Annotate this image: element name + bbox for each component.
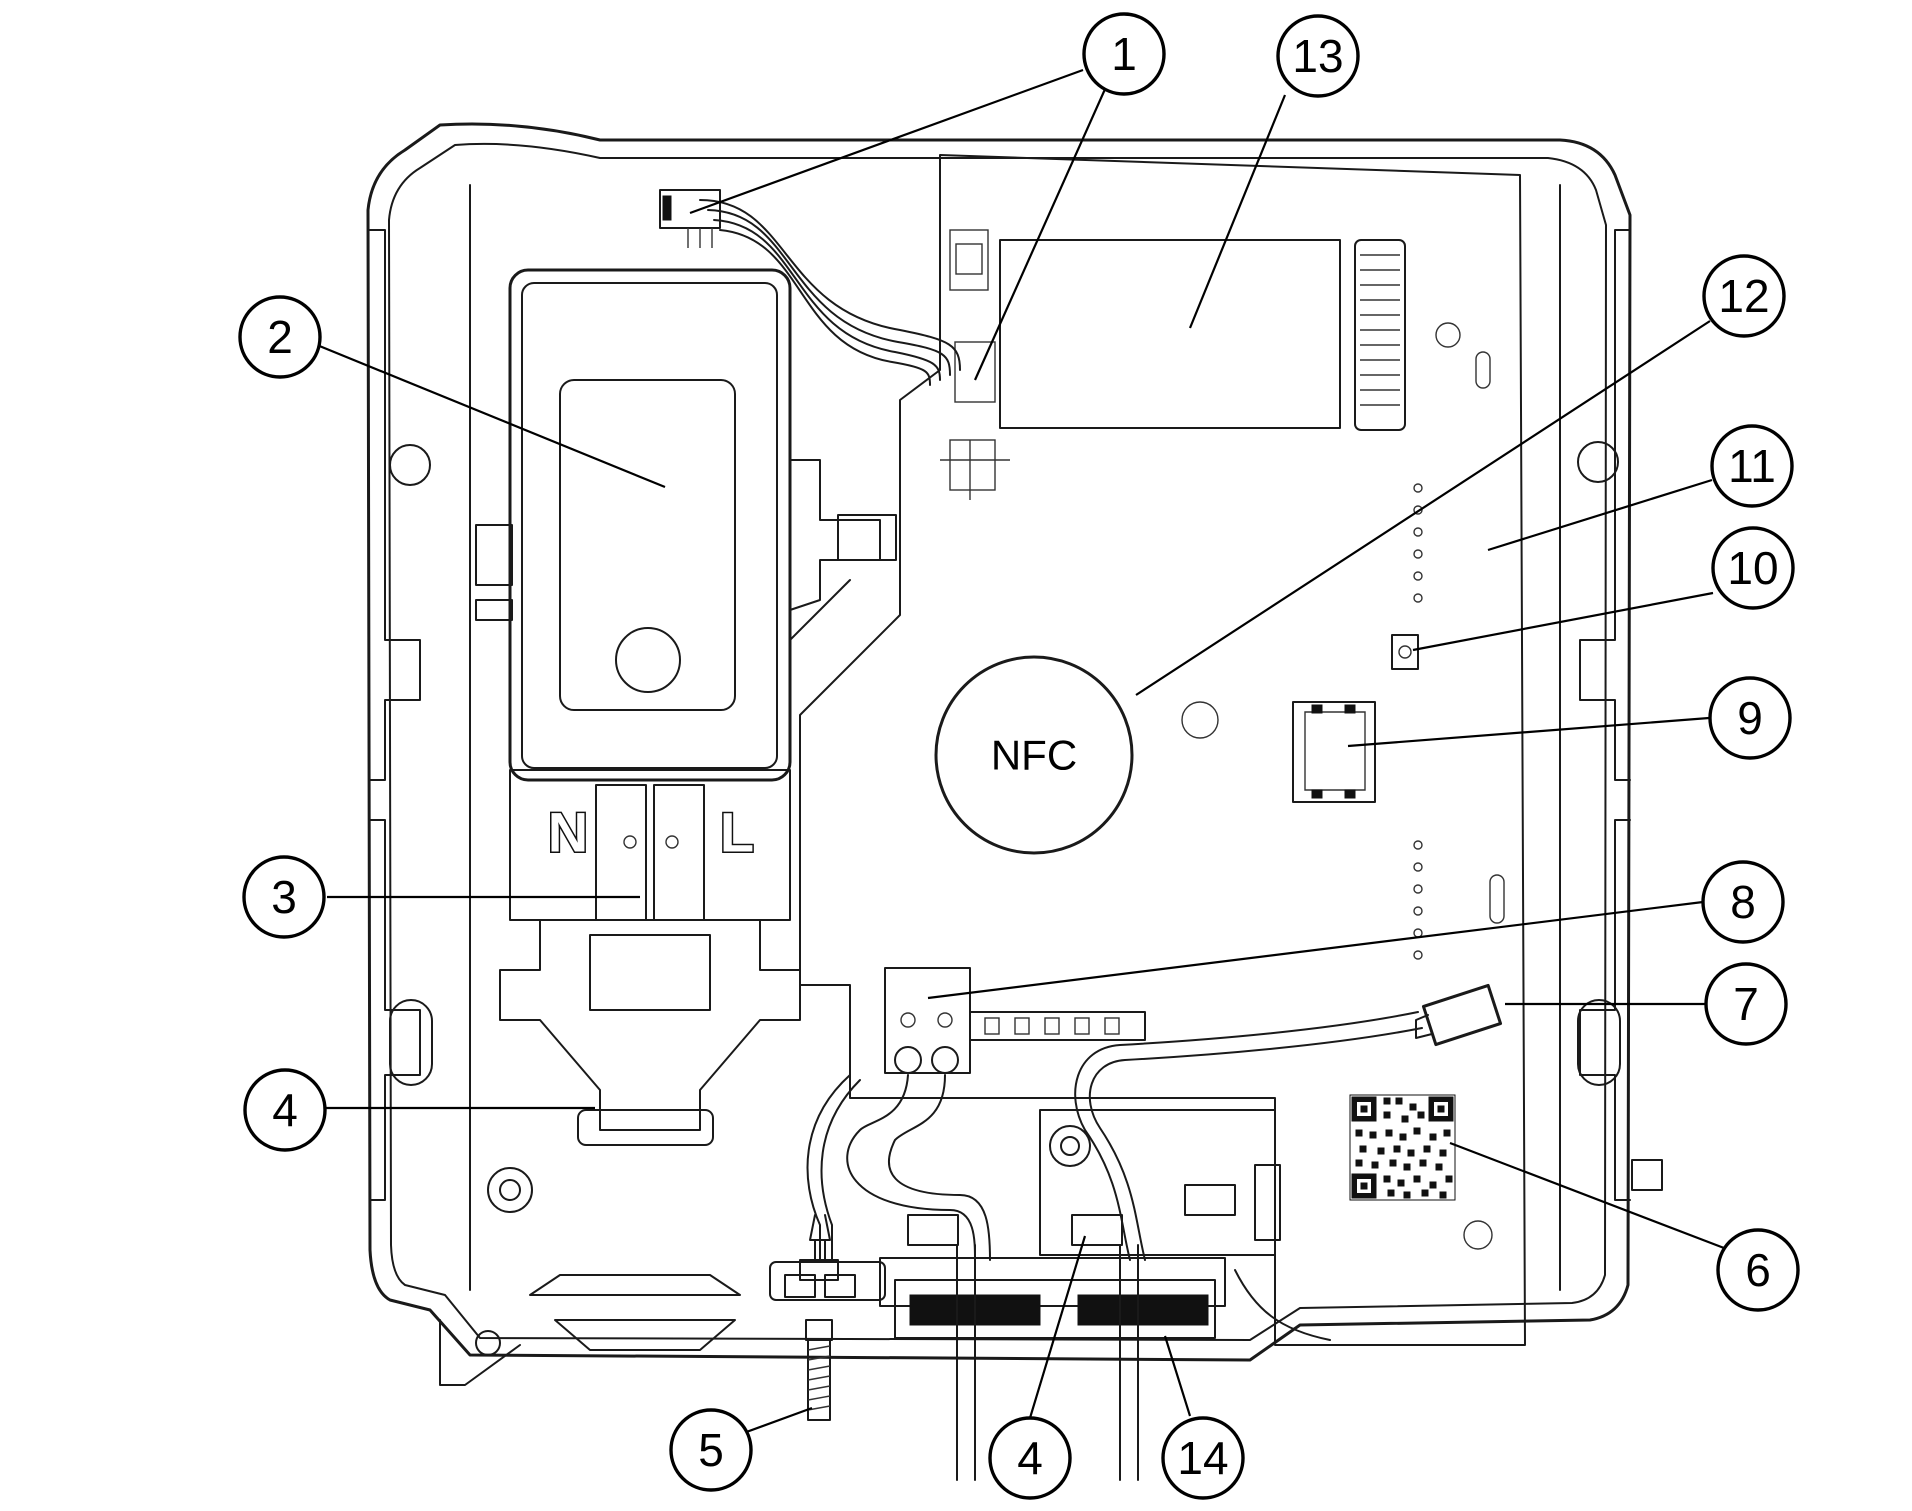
- callout-7: 7: [1704, 962, 1788, 1046]
- main-contactor: N L: [475, 268, 897, 1146]
- callout-4-left: 4: [243, 1068, 327, 1152]
- svg-text:4: 4: [272, 1084, 298, 1136]
- leader-10: [1412, 591, 1714, 652]
- leader-2: [316, 343, 666, 489]
- callout-9: 9: [1708, 676, 1792, 760]
- terminal-label-n: N: [548, 801, 588, 864]
- callout-3: 3: [242, 855, 326, 939]
- svg-text:3: 3: [271, 871, 297, 923]
- svg-text:1: 1: [1111, 28, 1137, 80]
- leader-1b: [973, 77, 1112, 381]
- leader-6: [1449, 1141, 1725, 1250]
- cable-glands: [529, 1214, 1226, 1481]
- svg-text:12: 12: [1718, 270, 1769, 322]
- svg-text:10: 10: [1727, 542, 1778, 594]
- callout-4-bottom: 4: [988, 1416, 1072, 1500]
- wire-harness: [699, 199, 961, 386]
- reset-button: [1391, 634, 1419, 670]
- callout-2: 2: [238, 295, 322, 379]
- leader-8: [927, 900, 1704, 1000]
- svg-text:9: 9: [1737, 692, 1763, 744]
- svg-text:13: 13: [1292, 30, 1343, 82]
- callout-1: 1: [1082, 12, 1166, 96]
- callout-12: 12: [1702, 254, 1786, 338]
- antenna-connector: [1415, 983, 1503, 1047]
- svg-text:11: 11: [1728, 440, 1776, 492]
- leader-lines: [316, 68, 1725, 1440]
- communication-module: [940, 229, 1406, 500]
- leader-9: [1347, 716, 1710, 748]
- qr-code: [1349, 1094, 1456, 1201]
- svg-text:4: 4: [1017, 1432, 1043, 1484]
- svg-text:2: 2: [267, 311, 293, 363]
- svg-text:6: 6: [1745, 1244, 1771, 1296]
- cable-routing: [806, 1011, 1423, 1341]
- terminal-block: [884, 967, 1146, 1074]
- led-column-lower: [1413, 840, 1423, 960]
- terminal-label-l: L: [720, 801, 754, 864]
- callout-6: 6: [1716, 1228, 1800, 1312]
- led-column-upper: [1413, 483, 1423, 603]
- callout-10: 10: [1711, 526, 1795, 610]
- top-connector: [659, 189, 721, 248]
- leader-4b: [1028, 1235, 1087, 1419]
- svg-text:8: 8: [1730, 876, 1756, 928]
- callout-11: 11: [1710, 424, 1794, 508]
- main-pcb: [799, 154, 1526, 1346]
- enclosure-shell: [366, 122, 1663, 1386]
- nfc-label: NFC: [991, 732, 1077, 779]
- callout-13: 13: [1276, 14, 1360, 98]
- sim-card-slot: [1292, 701, 1376, 803]
- svg-text:7: 7: [1733, 978, 1759, 1030]
- leader-1a: [689, 68, 1084, 215]
- leader-13: [1188, 94, 1287, 329]
- svg-text:5: 5: [698, 1424, 724, 1476]
- callout-5: 5: [669, 1408, 753, 1492]
- nfc-antenna: NFC: [934, 655, 1134, 855]
- leader-12: [1135, 320, 1711, 696]
- svg-text:14: 14: [1177, 1432, 1228, 1484]
- callout-14: 14: [1161, 1416, 1245, 1500]
- leader-14: [1163, 1335, 1192, 1417]
- callout-8: 8: [1701, 860, 1785, 944]
- callouts: 1 2 3 4 5 6 7 8 9 10 11 12 13 4 14: [238, 12, 1800, 1500]
- leader-11: [1487, 478, 1713, 552]
